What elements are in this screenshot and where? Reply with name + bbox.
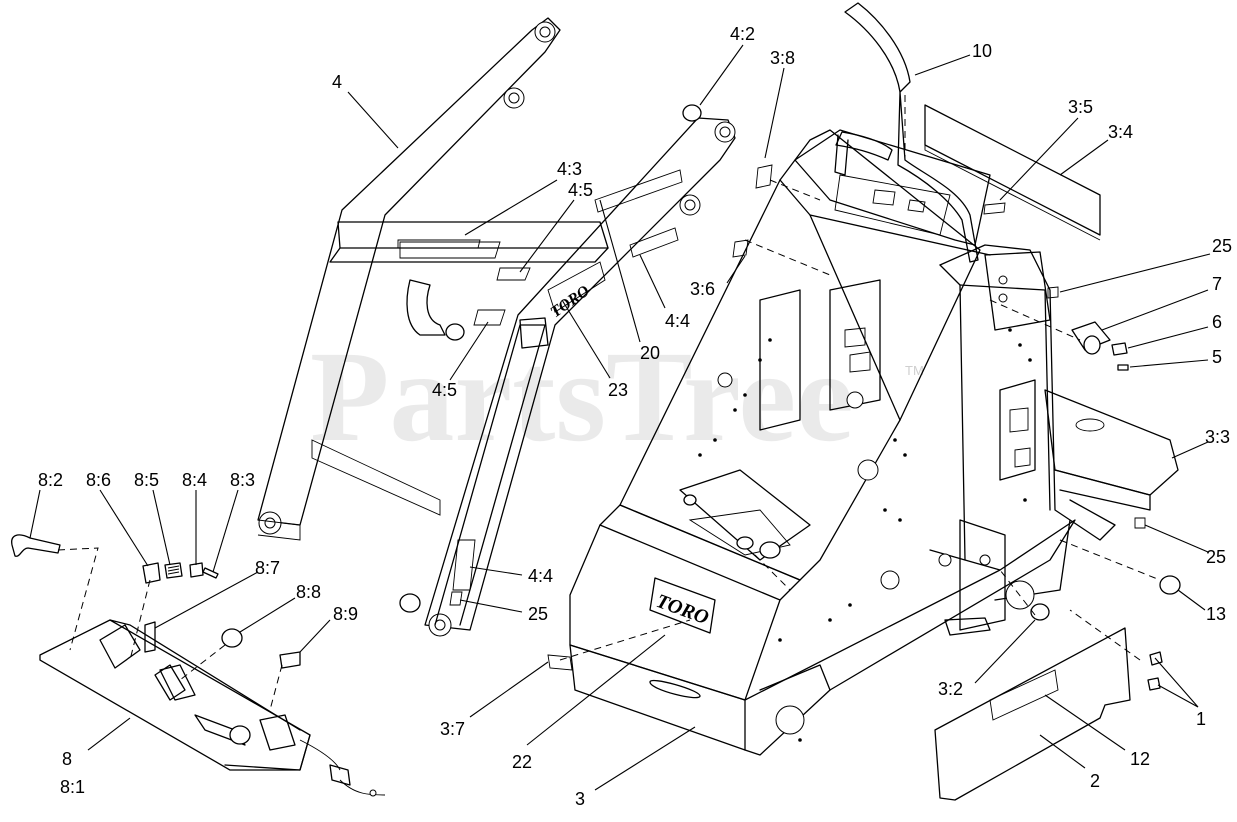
callout-10: 10 <box>972 41 992 61</box>
callout-4: 4 <box>332 72 342 92</box>
callout-3-8: 3:8 <box>770 48 795 68</box>
callout-8-9: 8:9 <box>333 604 358 624</box>
callout-20: 20 <box>640 343 660 363</box>
callout-22: 22 <box>512 752 532 772</box>
pivot-pin-hardware <box>989 299 1129 371</box>
leader-lines <box>29 44 1211 791</box>
callout-labels: 4 4:2 3:8 10 3:5 3:4 4:3 4:5 25 3:6 4:4 … <box>38 24 1232 809</box>
callout-8-5: 8:5 <box>134 470 159 490</box>
callout-8-6: 8:6 <box>86 470 111 490</box>
callout-5: 5 <box>1212 347 1222 367</box>
callout-8-2: 8:2 <box>38 470 63 490</box>
callout-25-upper: 25 <box>1212 236 1232 256</box>
callout-7: 7 <box>1212 274 1222 294</box>
arm-toro-logo: TORO <box>548 282 594 321</box>
quick-attach-assembly <box>11 534 386 797</box>
callout-3-7: 3:7 <box>440 719 465 739</box>
watermark: PartsTree TM <box>310 325 924 469</box>
callout-4-4-lower: 4:4 <box>528 566 553 586</box>
callout-8-1: 8:1 <box>60 777 85 797</box>
rivet-holes <box>698 328 1032 742</box>
callout-12: 12 <box>1130 749 1150 769</box>
callout-8-7: 8:7 <box>255 558 280 578</box>
callout-8-3: 8:3 <box>230 470 255 490</box>
callout-3-6: 3:6 <box>690 279 715 299</box>
callout-3: 3 <box>575 789 585 809</box>
callout-4-2: 4:2 <box>730 24 755 44</box>
callout-1: 1 <box>1196 709 1206 729</box>
callout-3-2: 3:2 <box>938 679 963 699</box>
handle-bar <box>834 2 979 263</box>
callout-3-4: 3:4 <box>1108 122 1133 142</box>
watermark-trademark: TM <box>905 363 924 378</box>
callout-3-5: 3:5 <box>1068 97 1093 117</box>
callout-4-5-lower: 4:5 <box>432 380 457 400</box>
plug-cap <box>1059 539 1181 595</box>
rear-cover-plate <box>934 603 1163 801</box>
shield-panel <box>924 104 1101 241</box>
callout-8-4: 8:4 <box>182 470 207 490</box>
callout-3-3: 3:3 <box>1205 427 1230 447</box>
callout-13: 13 <box>1206 604 1226 624</box>
callout-6: 6 <box>1212 312 1222 332</box>
callout-2: 2 <box>1090 771 1100 791</box>
callout-23: 23 <box>608 380 628 400</box>
callout-4-3: 4:3 <box>557 159 582 179</box>
callout-25-rear: 25 <box>1206 547 1226 567</box>
callout-4-4-upper: 4:4 <box>665 311 690 331</box>
assembly-lines <box>559 95 1141 661</box>
callout-8-8: 8:8 <box>296 582 321 602</box>
callout-8: 8 <box>62 749 72 769</box>
callout-25-arm: 25 <box>528 604 548 624</box>
watermark-text: PartsTree <box>310 325 854 469</box>
callout-4-5-upper: 4:5 <box>568 180 593 200</box>
